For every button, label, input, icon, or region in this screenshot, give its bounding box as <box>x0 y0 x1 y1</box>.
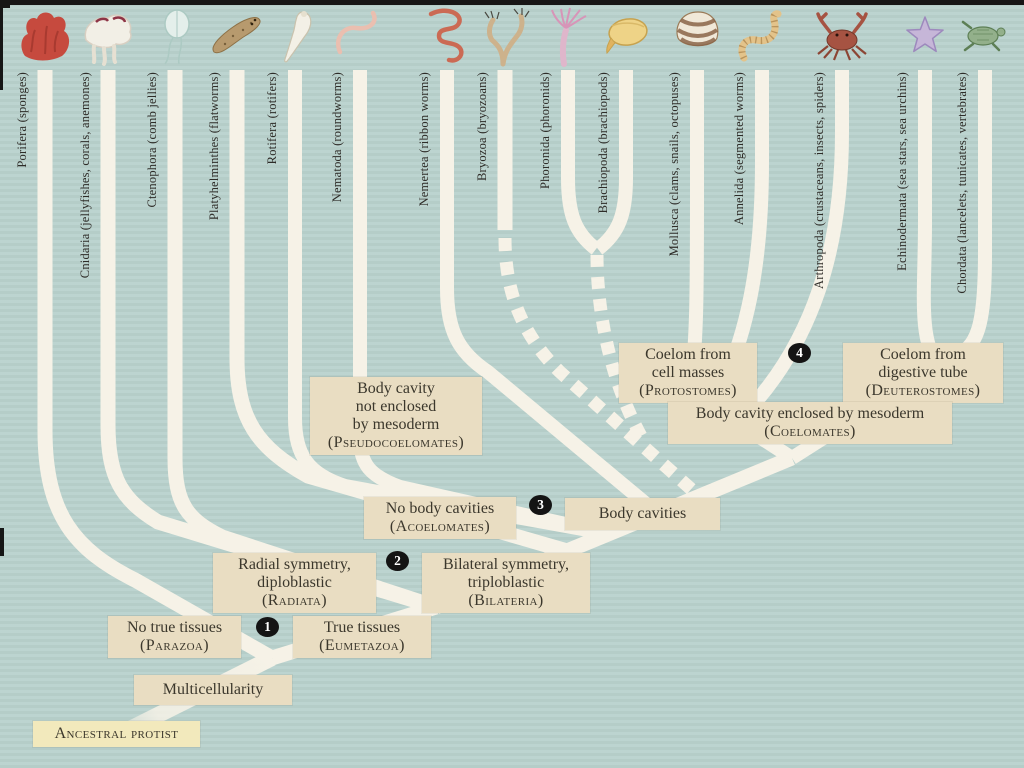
protostomes-caps: (Protostomes) <box>639 382 737 400</box>
radiata-caps: (Radiata) <box>262 592 327 610</box>
segmented-worm-icon <box>734 6 790 70</box>
acoelomates-text: No body cavities <box>385 500 495 517</box>
parazoa-text: No true tissues <box>126 619 223 636</box>
turtle-icon <box>957 6 1013 70</box>
branch-brachiopoda <box>593 70 633 255</box>
pseudocoelomates-caps: (Pseudocoelomates) <box>327 434 465 452</box>
coelomates-caps: (Coelomates) <box>764 423 856 441</box>
bryozoan-icon <box>477 6 533 70</box>
jellyfish-icon <box>80 6 136 70</box>
shell-icon <box>669 6 725 70</box>
multicellularity-box: Multicellularity <box>134 675 292 705</box>
parazoa-caps: (Parazoa) <box>140 637 209 655</box>
taxon-label-nematoda: Nematoda (roundworms) <box>330 72 344 203</box>
ribbon-worm-icon <box>419 6 475 70</box>
taxon-label-porifera: Porifera (sponges) <box>15 72 29 168</box>
body-cavities-text: Body cavities <box>598 504 687 522</box>
taxon-label-chordata: Chordata (lancelets, tunicates, vertebra… <box>955 72 969 294</box>
protostomes-box: Coelom from cell masses (Protostomes) <box>619 343 757 404</box>
bilateria-box: Bilateral symmetry, triploblastic (Bilat… <box>422 553 590 614</box>
left-edge-tick-artifact <box>0 528 4 556</box>
bilateria-caps: (Bilateria) <box>468 592 544 610</box>
multicellularity-text: Multicellularity <box>162 680 264 698</box>
node-marker-3: 3 <box>529 495 552 515</box>
pseudocoelomates-box: Body cavity not enclosed by mesoderm (Ps… <box>310 377 482 456</box>
taxon-label-mollusca: Mollusca (clams, snails, octopuses) <box>667 72 681 257</box>
roundworm-icon <box>332 6 388 70</box>
taxon-label-annelida: Annelida (segmented worms) <box>732 72 746 226</box>
phoronid-icon <box>540 6 596 70</box>
bilateria-text: Bilateral symmetry, triploblastic <box>442 556 570 592</box>
deuterostomes-box: Coelom from digestive tube (Deuterostome… <box>843 343 1003 404</box>
branch-nemertea <box>440 70 662 519</box>
branch-phoronida <box>561 70 601 255</box>
taxon-label-cnidaria: Cnidaria (jellyfishes, corals, anemones) <box>78 72 92 279</box>
branch-arthropoda <box>732 70 849 427</box>
flatworm-icon <box>209 6 265 70</box>
acoelomates-caps: (Acoelomates) <box>389 518 491 536</box>
radiata-box: Radial symmetry, diploblastic (Radiata) <box>213 553 376 614</box>
branch-platyhelminthes <box>229 70 570 559</box>
sponge-icon <box>17 6 73 70</box>
branch-lophophorate-dashed <box>590 254 648 442</box>
branch-porifera <box>37 70 276 665</box>
taxon-label-brachiopoda: Brachiopoda (brachiopods) <box>596 72 610 214</box>
node-marker-2: 2 <box>386 551 409 571</box>
taxon-label-ctenophora: Ctenophora (comb jellies) <box>145 72 159 208</box>
pseudocoelomates-text: Body cavity not enclosed by mesoderm <box>352 380 440 434</box>
taxon-label-nemertea: Nemertea (ribbon worms) <box>417 72 431 207</box>
comb-jelly-icon <box>147 6 203 70</box>
rotifer-icon <box>267 6 323 70</box>
top-left-corner-artifact <box>0 0 10 8</box>
deuterostomes-text: Coelom from digestive tube <box>878 346 968 382</box>
brachiopod-icon <box>598 6 654 70</box>
eumetazoa-caps: (Eumetazoa) <box>319 637 405 655</box>
left-edge-artifact <box>0 5 3 90</box>
taxon-label-phoronida: Phoronida (phoronids) <box>538 72 552 190</box>
deuterostomes-caps: (Deuterostomes) <box>865 382 981 400</box>
acoelomates-box: No body cavities (Acoelomates) <box>364 497 516 540</box>
taxon-label-rotifera: Rotifera (rotifers) <box>265 72 279 165</box>
eumetazoa-box: True tissues (Eumetazoa) <box>293 616 431 659</box>
branch-bryozoa-dashed <box>498 237 705 502</box>
ancestral-protist-box: Ancestral protist <box>33 721 200 747</box>
branch-rotifera <box>288 70 612 541</box>
branch-echinodermata <box>916 70 944 370</box>
branch-ctenophora <box>167 70 433 613</box>
radiata-text: Radial symmetry, diploblastic <box>238 556 351 592</box>
sea-star-icon <box>897 6 953 70</box>
top-border-artifact <box>0 0 1024 5</box>
taxon-label-platyhelminthes: Platyhelminthes (flatworms) <box>207 72 221 221</box>
ancestral-protist-text: Ancestral protist <box>54 724 179 742</box>
crab-icon <box>814 6 870 70</box>
coelomates-box: Body cavity enclosed by mesoderm (Coelom… <box>668 402 952 445</box>
branch-cnidaria <box>100 70 439 615</box>
taxon-label-bryozoa: Bryozoa (bryozoans) <box>475 72 489 181</box>
parazoa-box: No true tissues (Parazoa) <box>108 616 241 659</box>
node-marker-4: 4 <box>788 343 811 363</box>
node-marker-1: 1 <box>256 617 279 637</box>
taxon-label-echinodermata: Echinodermata (sea stars, sea urchins) <box>895 72 909 271</box>
taxon-label-arthropoda: Arthropoda (crustaceans, insects, spider… <box>812 72 826 290</box>
eumetazoa-text: True tissues <box>323 619 401 636</box>
coelomates-text: Body cavity enclosed by mesoderm <box>695 405 925 422</box>
protostomes-text: Coelom from cell masses <box>645 346 731 382</box>
body-cavities-box: Body cavities <box>565 498 720 530</box>
